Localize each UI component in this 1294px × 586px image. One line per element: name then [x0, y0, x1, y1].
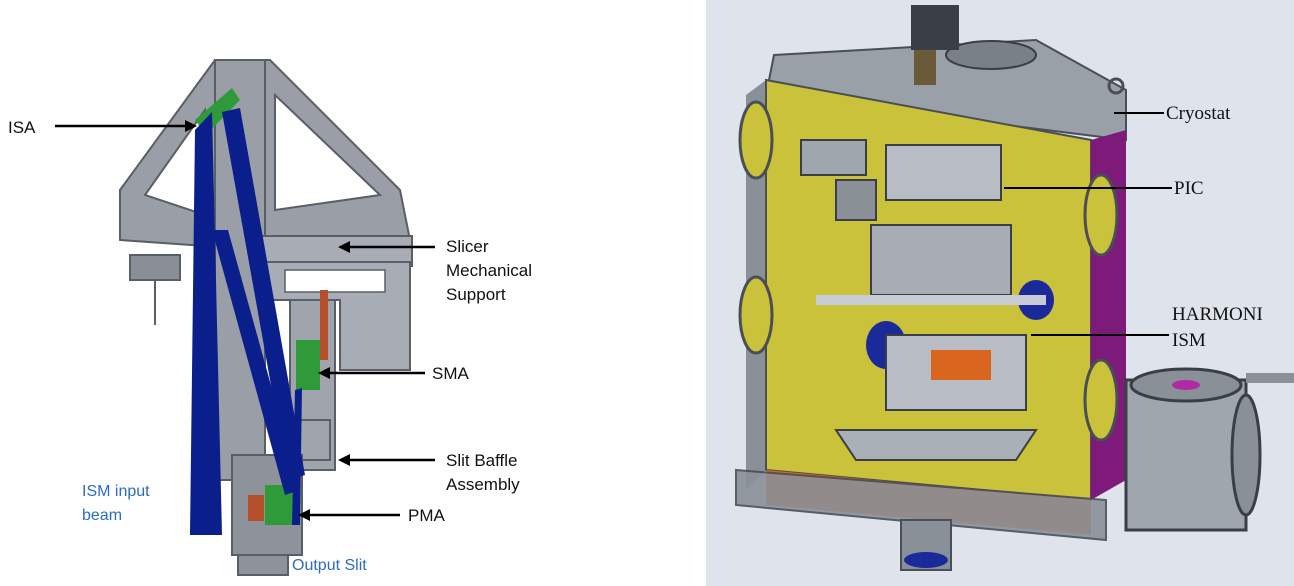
label-pointers [55, 120, 435, 521]
slit-baffle-label-line1: Slit Baffle [446, 451, 518, 470]
cryostat-label: Cryostat [1166, 103, 1231, 124]
slicer-label-line2: Mechanical [446, 261, 532, 280]
slicer-label-line3: Support [446, 285, 506, 304]
pic-label: PIC [1174, 178, 1204, 199]
slicer-label-line1: Slicer [446, 237, 489, 256]
pma-label: PMA [408, 506, 446, 525]
cryostat-rendering: Cryostat PIC HARMONI ISM [706, 0, 1294, 586]
isa-label: ISA [8, 118, 36, 137]
slicer-assembly-diagram: ISA Slicer Mechanical Support SMA Slit B… [0, 0, 640, 586]
slicer-frame [119, 59, 413, 576]
harmoni-label-line1: HARMONI [1172, 304, 1263, 325]
cryostat-lid [764, 5, 1127, 142]
ism-input-label-line2: beam [82, 507, 122, 524]
harmoni-ism-assembly [816, 224, 1046, 461]
vacuum-cross [1124, 367, 1294, 532]
ism-input-label-line1: ISM input [82, 483, 150, 500]
pic-assembly [800, 139, 1002, 221]
harmoni-label-line2: ISM [1172, 330, 1206, 351]
output-slit-label: Output Slit [292, 557, 367, 574]
isa-input-beam [190, 108, 305, 535]
slit-baffle-label-line2: Assembly [446, 475, 520, 494]
sma-label: SMA [432, 364, 470, 383]
label-pointers [1004, 112, 1172, 336]
